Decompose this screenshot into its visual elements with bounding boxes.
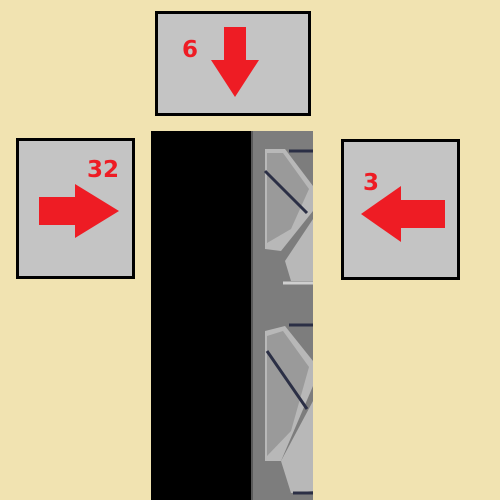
panel-left-count: 32	[87, 157, 120, 183]
arrow-panel-top[interactable]: 6	[155, 11, 311, 116]
arrow-panel-right[interactable]: 3	[341, 139, 460, 280]
arrow-right-icon	[39, 184, 119, 238]
arrow-left-icon	[361, 186, 445, 242]
steel-tower	[251, 131, 313, 500]
arrow-panel-left[interactable]: 32	[16, 138, 135, 279]
shaft	[151, 131, 251, 500]
arrow-down-icon	[211, 27, 259, 97]
panel-top-count: 6	[182, 37, 199, 63]
panel-right-count: 3	[363, 170, 380, 196]
